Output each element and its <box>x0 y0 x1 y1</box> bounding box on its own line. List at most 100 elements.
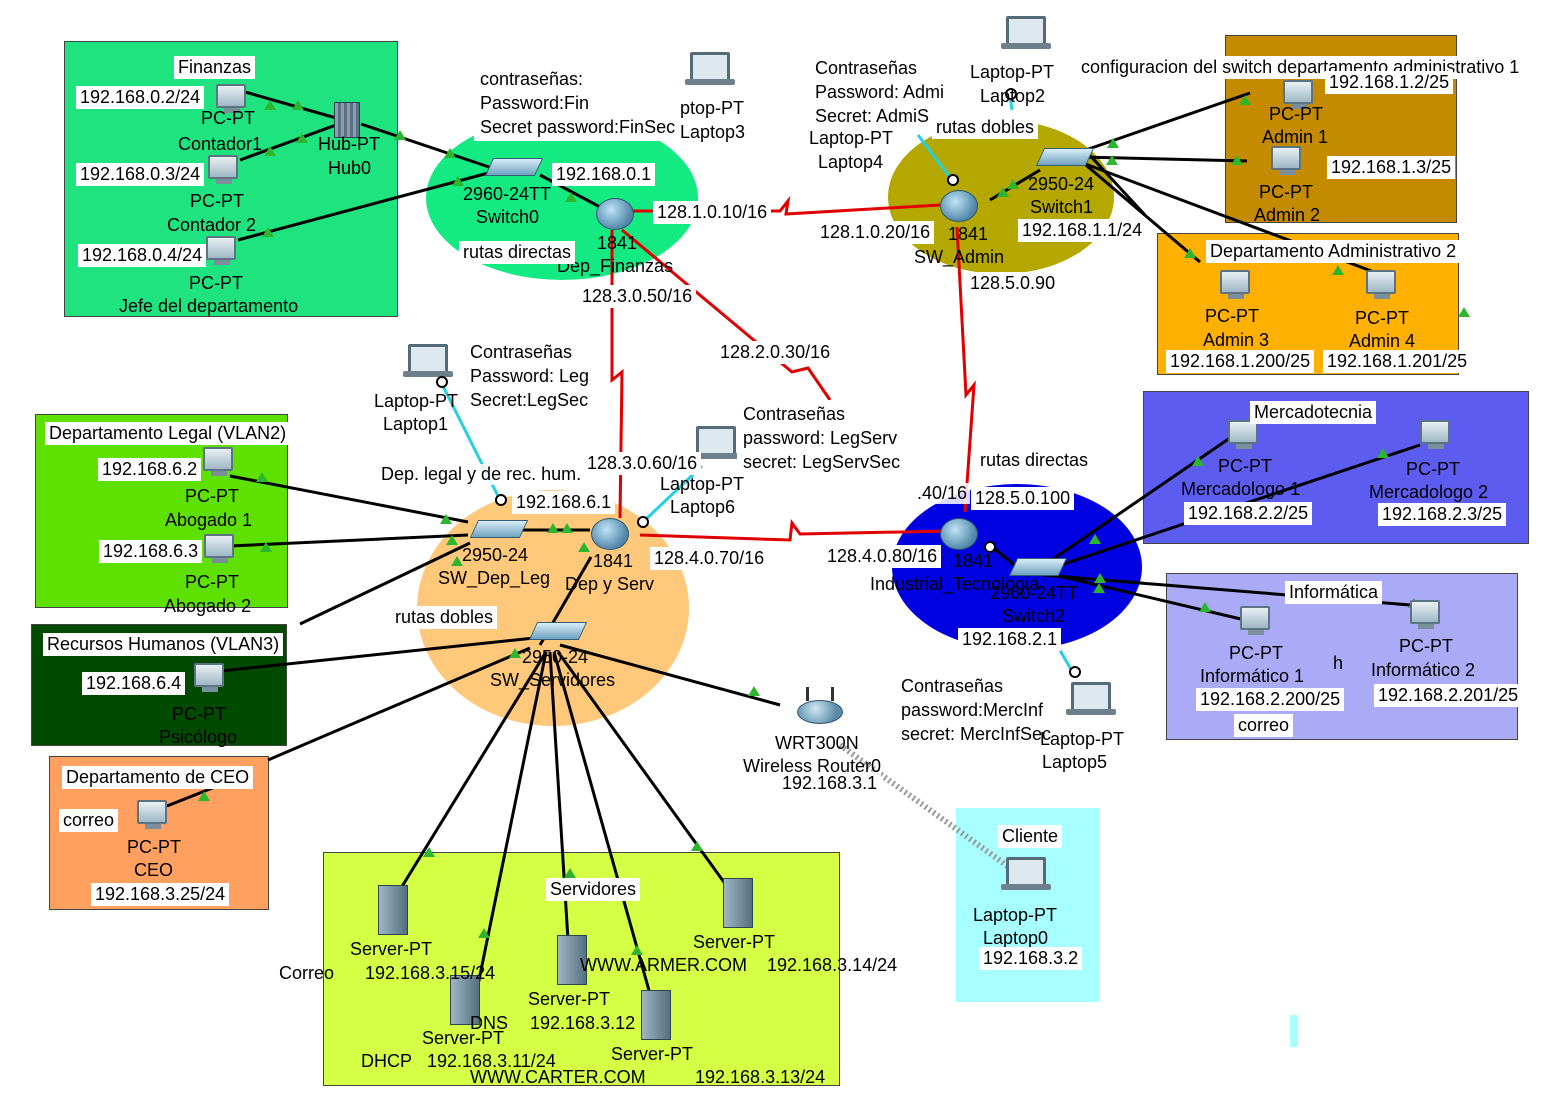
type-srv-correo: Server-PT <box>350 939 433 959</box>
router-dep-finanzas-icon[interactable] <box>596 198 634 230</box>
pc-mercadologo2-icon[interactable] <box>1420 420 1450 449</box>
name-psicologo: Psicólogo <box>159 727 238 747</box>
laptop1-icon[interactable] <box>403 344 453 377</box>
note-legal-passwords: Contraseñas Password: Leg Secret:LegSec <box>464 338 596 414</box>
type-srv-dhcp: Server-PT <box>422 1028 505 1048</box>
name-admin4: Admin 4 <box>1349 331 1416 351</box>
ip-inf2: 192.168.2.201/25 <box>1374 684 1523 707</box>
pc-informatico2-icon[interactable] <box>1410 600 1440 629</box>
zone-title-rrhh: Recursos Humanos (VLAN3) <box>43 633 284 656</box>
pc-ceo-icon[interactable] <box>137 800 167 829</box>
name-contador2: Contador 2 <box>167 215 257 235</box>
zone-title-informatica: Informática <box>1285 581 1383 604</box>
ip-srv-dns: 192.168.3.12 <box>530 1013 636 1033</box>
note-serv-passwords: Contraseñas password: LegServ secret: Le… <box>737 400 907 476</box>
name-abogado1: Abogado 1 <box>165 510 253 530</box>
type-switch0: 2960-24TT <box>463 184 552 204</box>
server-carter-icon[interactable] <box>641 990 671 1040</box>
role-srv-dns: DNS <box>470 1013 509 1033</box>
server-dhcp-icon[interactable] <box>450 975 480 1025</box>
wireless-router-icon[interactable] <box>797 687 843 724</box>
pc-admin2-icon[interactable] <box>1271 146 1301 175</box>
zone-title-legal: Departamento Legal (VLAN2) <box>45 422 291 445</box>
role-srv-correo: Correo <box>279 963 335 983</box>
laptop6-icon[interactable] <box>691 426 741 459</box>
console-port-laptop1 <box>436 376 448 388</box>
name-laptop6: Laptop6 <box>670 497 736 517</box>
routing-legal: rutas dobles <box>391 606 498 629</box>
pc-admin3-icon[interactable] <box>1220 270 1250 299</box>
switch1-icon[interactable] <box>1035 148 1095 166</box>
ip-admin4: 192.168.1.201/25 <box>1323 350 1472 373</box>
type-sw-dep-leg: 2950-24 <box>462 545 529 565</box>
router-dep-y-serv-icon[interactable] <box>591 518 629 550</box>
type-laptop2: Laptop-PT <box>970 62 1055 82</box>
ip-srv-dhcp: 192.168.3.11/24 <box>427 1051 556 1071</box>
ip-psicologo: 192.168.6.4 <box>82 672 186 695</box>
link-legal-ind-a: 128.4.0.70/16 <box>650 547 769 570</box>
type-jefe: PC-PT <box>189 273 243 293</box>
pc-jefe-icon[interactable] <box>206 236 236 265</box>
link-fin-ind: 128.2.0.30/16 <box>716 341 835 364</box>
type-srv-carter: Server-PT <box>611 1044 694 1064</box>
laptop5-icon[interactable] <box>1066 682 1116 715</box>
server-dns-icon[interactable] <box>557 935 587 985</box>
pc-abogado2-icon[interactable] <box>204 534 234 563</box>
type-abogado2: PC-PT <box>185 572 239 592</box>
pc-admin4-icon[interactable] <box>1366 270 1396 299</box>
pc-admin1-icon[interactable] <box>1283 80 1313 109</box>
extra-inf1: correo <box>1234 714 1294 737</box>
laptop3-icon[interactable] <box>685 52 735 85</box>
switch-servidores-icon[interactable] <box>528 622 588 640</box>
link-inf-gw: 192.168.2.1 <box>958 628 1062 651</box>
ip-abogado2: 192.168.6.3 <box>99 540 203 563</box>
name-laptop1: Laptop1 <box>383 414 449 434</box>
laptop2-icon[interactable] <box>1001 16 1051 49</box>
type-r-finanzas: 1841 <box>597 233 638 253</box>
type-admin4: PC-PT <box>1355 308 1409 328</box>
name-r-finanzas: Dep_Finanzas <box>557 256 674 276</box>
role-srv-dhcp: DHCP <box>361 1051 413 1071</box>
link-fin-legal-a: 128.3.0.50/16 <box>578 285 697 308</box>
name-switch1: Switch1 <box>1030 197 1094 217</box>
console-port-laptop2 <box>1005 88 1017 100</box>
zone-title-admin2: Departamento Administrativo 2 <box>1206 240 1461 263</box>
link-legal-ind-b: 128.4.0.80/16 <box>823 545 942 568</box>
router-industrial-icon[interactable] <box>940 518 978 550</box>
routing-ind: rutas directas <box>976 449 1093 472</box>
pc-contador1-icon[interactable] <box>216 84 246 113</box>
pc-informatico1-icon[interactable] <box>1240 606 1270 635</box>
name-merc2: Mercadologo 2 <box>1369 482 1489 502</box>
switch-dep-leg-icon[interactable] <box>469 520 529 538</box>
type-contador1: PC-PT <box>201 108 255 128</box>
name-sw-dep-leg: SW_Dep_Leg <box>438 568 551 588</box>
server-armer-icon[interactable] <box>723 878 753 928</box>
ip-jefe: 192.168.0.4/24 <box>78 244 207 267</box>
hub0-icon[interactable] <box>334 102 360 138</box>
ip-srv-carter: 192.168.3.13/24 <box>695 1067 826 1087</box>
ip-laptop0: 192.168.3.2 <box>979 947 1083 970</box>
name-switch0: Switch0 <box>476 207 540 227</box>
ip-merc2: 192.168.2.3/25 <box>1378 503 1507 526</box>
console-port-laptop5 <box>1069 666 1081 678</box>
name-sw-servidores: SW_Servidores <box>490 670 616 690</box>
zone-title-admin1: configuracion del switch departamento ad… <box>1077 56 1524 79</box>
pc-abogado1-icon[interactable] <box>203 447 233 476</box>
switch0-icon[interactable] <box>484 158 544 176</box>
router-sw-admin-icon[interactable] <box>940 190 978 222</box>
type-admin2: PC-PT <box>1259 182 1313 202</box>
pc-contador2-icon[interactable] <box>208 155 238 184</box>
pc-psicologo-icon[interactable] <box>194 663 224 692</box>
server-correo-icon[interactable] <box>378 885 408 935</box>
role-srv-carter: WWW.CARTER.COM <box>470 1067 646 1087</box>
type-r-depserv: 1841 <box>593 551 634 571</box>
type-laptop1: Laptop-PT <box>374 391 459 411</box>
pc-mercadologo1-icon[interactable] <box>1228 420 1258 449</box>
laptop0-icon[interactable] <box>1001 857 1051 890</box>
ip-srv-armer: 192.168.3.14/24 <box>767 955 898 975</box>
note-inf-passwords: Contraseñas password:MercInf secret: Mer… <box>895 672 1058 748</box>
link-admin-ind-a: 128.5.0.90 <box>966 272 1060 295</box>
type-abogado1: PC-PT <box>185 486 239 506</box>
type-merc2: PC-PT <box>1406 459 1460 479</box>
note-fin-passwords: contraseñas: Password:Fin Secret passwor… <box>474 65 682 141</box>
